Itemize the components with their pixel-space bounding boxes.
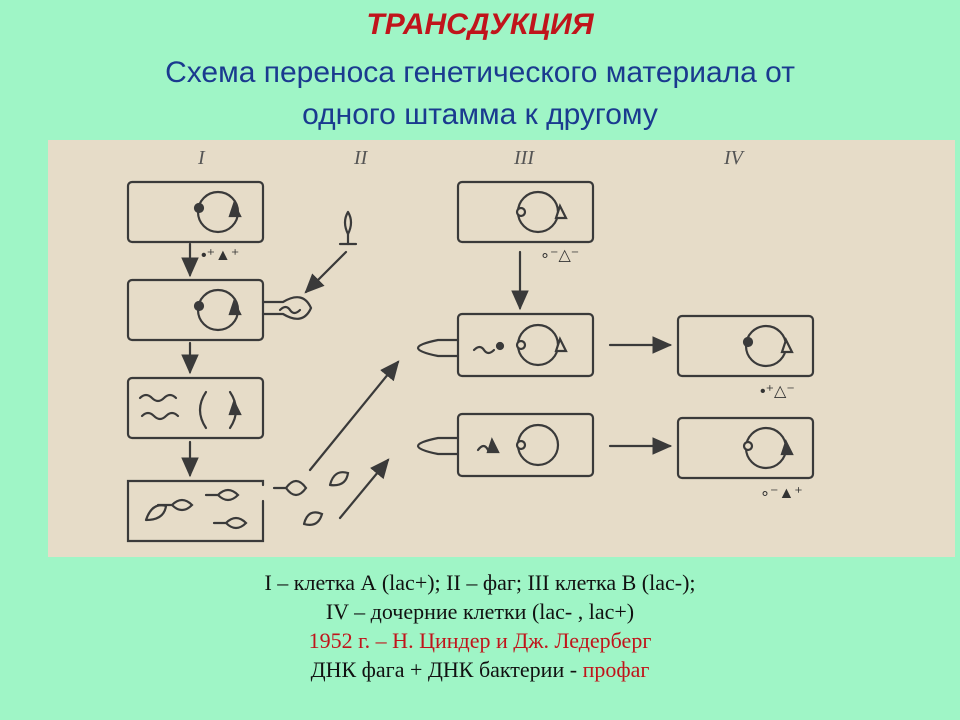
daughter-1-markers: •⁺△⁻ [760,383,795,400]
lysed-cell [126,471,350,543]
column-label-iv: IV [723,147,746,169]
slide-title: ТРАНСДУКЦИЯ [366,8,594,41]
caption-line-4: ДНК фага + ДНК бактерии - профаг [0,655,960,684]
caption-line-3: 1952 г. – Н. Циндер и Дж. Ледерберг [308,628,652,653]
donor-markers: •⁺▲⁺ [201,247,239,264]
daughter-cell-1 [676,314,815,378]
transduction-diagram: I II III IV •⁺▲⁺ [48,140,955,557]
caption-prophage: профаг [582,657,650,682]
transduced-cell-2 [416,412,595,478]
daughter-2-markers: ∘⁻▲⁺ [760,485,803,502]
column-label-iii: III [513,147,535,169]
infected-cell [126,278,313,342]
subtitle-line-2: одного штамма к другому [302,98,658,131]
caption-line-2: IV – дочерние клетки (lac- , lac+) [325,599,635,624]
caption-line-4-prefix: ДНК фага + ДНК бактерии - [310,657,583,682]
caption-line-1: I – клетка А (lac+); II – фаг; III клетк… [264,570,696,595]
donor-cell [126,180,265,244]
daughter-cell-2 [676,416,815,480]
subtitle-line-1: Схема переноса генетического материала о… [165,56,795,89]
transduced-cell-1 [416,312,595,378]
slide-subtitle: Схема переноса генетического материала о… [60,52,900,136]
recipient-markers: ∘⁻△⁻ [540,247,579,264]
column-label-i: I [197,147,206,169]
column-label-ii: II [353,147,369,169]
replicating-cell [126,376,265,440]
caption: I – клетка А (lac+); II – фаг; III клетк… [0,568,960,684]
recipient-cell [456,180,595,244]
phage [338,210,358,246]
